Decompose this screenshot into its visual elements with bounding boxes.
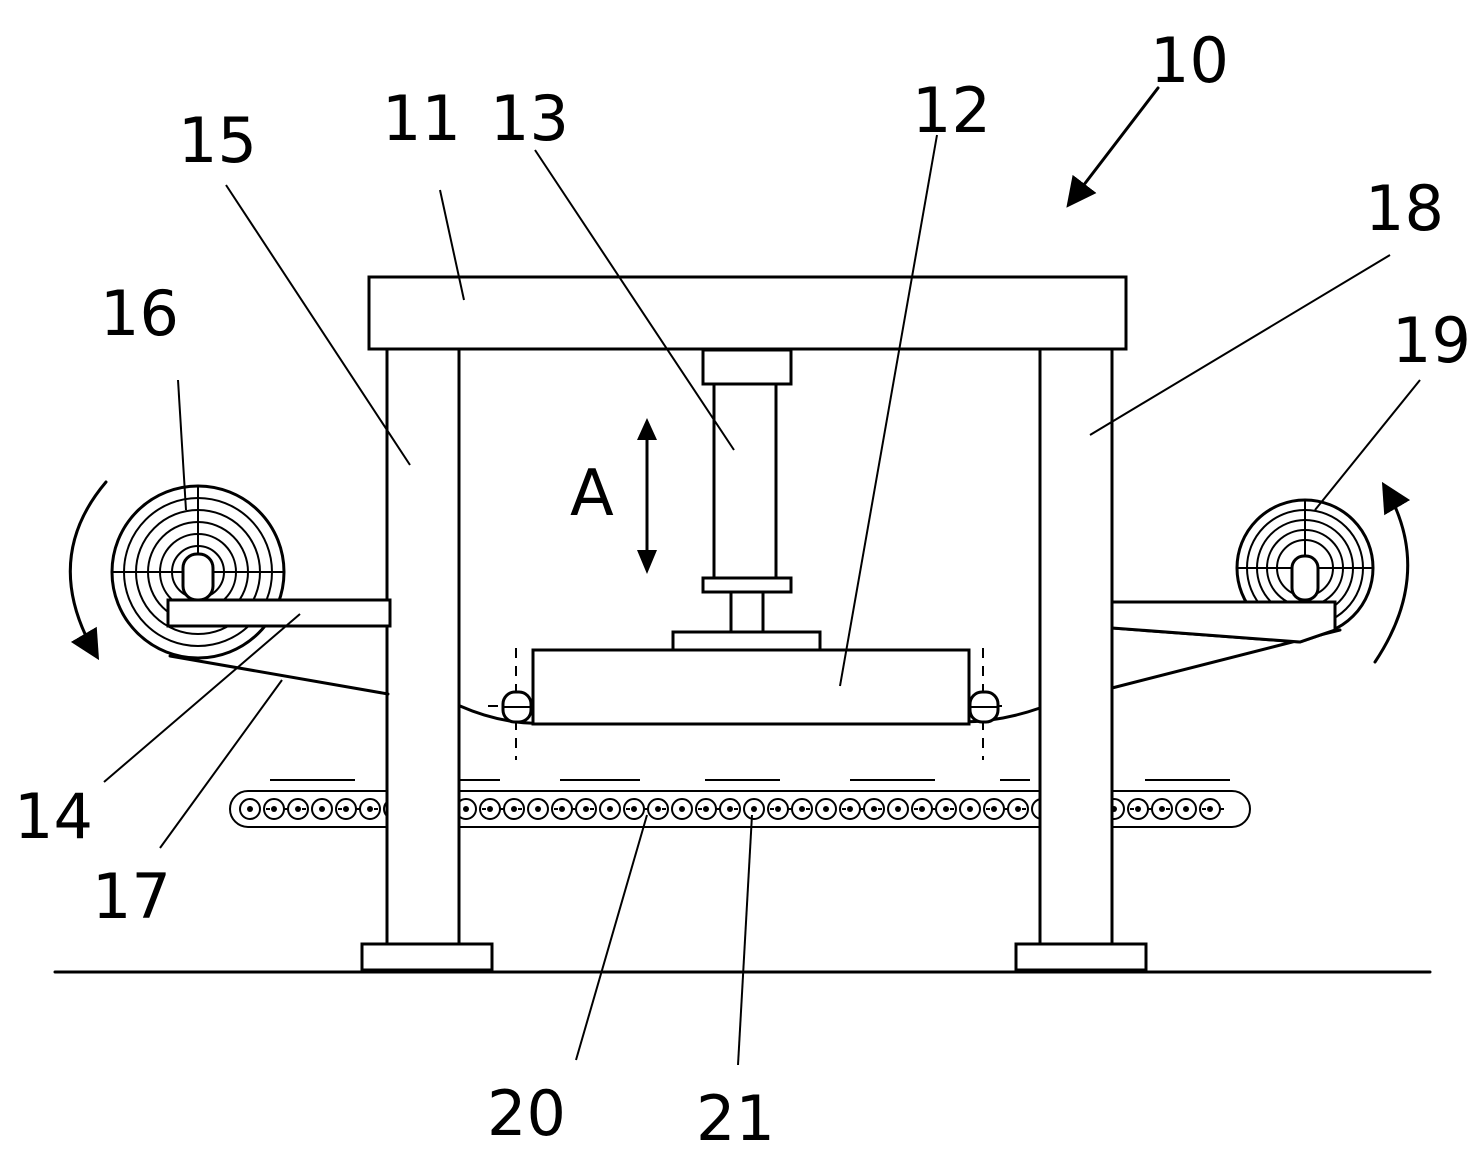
label-10: 10 (1150, 24, 1229, 97)
right-column (1040, 348, 1112, 944)
chain-pin (1207, 806, 1213, 812)
label-11: 11 (382, 82, 461, 155)
chain-pin (367, 806, 373, 812)
ram-cylinder (673, 350, 820, 650)
chain-pin (919, 806, 925, 812)
label-direction-a: A (570, 457, 614, 531)
right-guide-roller (970, 692, 998, 722)
label-21: 21 (696, 1082, 775, 1155)
chain-pin (799, 806, 805, 812)
left-column (387, 348, 459, 944)
label-12: 12 (912, 74, 991, 147)
label-17: 17 (92, 860, 171, 933)
label-15: 15 (178, 104, 257, 177)
chain-pin (991, 806, 997, 812)
chain-pin (775, 806, 781, 812)
label-16: 16 (100, 277, 179, 350)
right-rotation-arrow (1375, 487, 1408, 662)
supply-reel (112, 486, 284, 658)
chain-pin (655, 806, 661, 812)
left-rotation-arrow (70, 482, 106, 655)
chain-pin (535, 806, 541, 812)
chain-pin (319, 806, 325, 812)
label-20: 20 (487, 1077, 566, 1150)
right-foot (1016, 944, 1146, 970)
chain-pin (1015, 806, 1021, 812)
chain-pin (751, 806, 757, 812)
chain-pin (463, 806, 469, 812)
chain-pin (583, 806, 589, 812)
chain-pin (1183, 806, 1189, 812)
chain-pin (511, 806, 517, 812)
chain-pin (607, 806, 613, 812)
chain-pin (247, 806, 253, 812)
chain-pin (895, 806, 901, 812)
left-guide-roller (503, 692, 531, 722)
label-18: 18 (1365, 172, 1444, 245)
chain-pin (271, 806, 277, 812)
label-13: 13 (490, 82, 569, 155)
chain-pin (679, 806, 685, 812)
label-14: 14 (14, 780, 93, 853)
chain-pin (727, 806, 733, 812)
chain-pin (1159, 806, 1165, 812)
chain-pin (703, 806, 709, 812)
chain-pin (559, 806, 565, 812)
chain-pin (487, 806, 493, 812)
chain-pin (343, 806, 349, 812)
chain-pin (295, 806, 301, 812)
left-foot (362, 944, 492, 970)
arrow-10 (1070, 88, 1158, 203)
label-19: 19 (1392, 304, 1471, 377)
chain-pin (967, 806, 973, 812)
chain-pin (631, 806, 637, 812)
chain-pin (823, 806, 829, 812)
chain-pin (1135, 806, 1141, 812)
chain-pin (871, 806, 877, 812)
chain-pin (943, 806, 949, 812)
pressing-plate (533, 650, 969, 724)
top-beam (369, 277, 1126, 349)
chain-pin (847, 806, 853, 812)
direction-arrow-a (637, 418, 657, 574)
